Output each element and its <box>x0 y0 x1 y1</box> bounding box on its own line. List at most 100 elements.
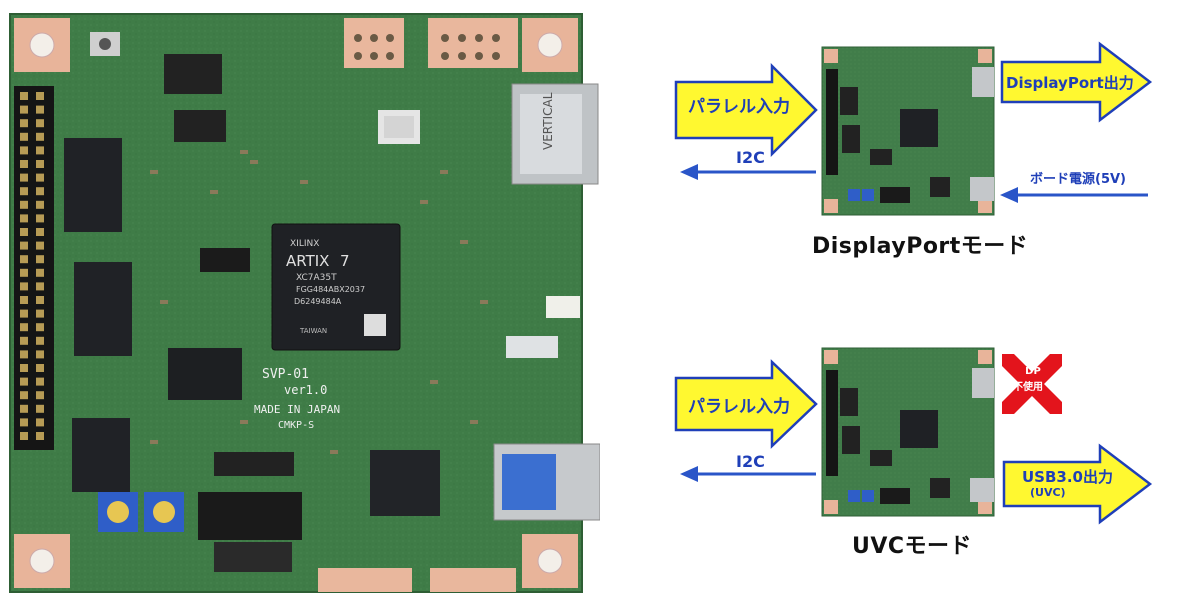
header-pin <box>36 255 44 264</box>
header-pin <box>36 187 44 196</box>
uvc-input-label: パラレル入力 <box>688 397 790 417</box>
header-pin <box>20 241 28 250</box>
header-pin <box>20 296 28 304</box>
smd-component <box>330 450 338 454</box>
ic-buffer <box>168 348 242 400</box>
dp-input-label: パラレル入力 <box>688 97 790 117</box>
header-pin <box>20 432 28 440</box>
header-pin <box>36 228 44 236</box>
uvc-output-label: USB3.0出力 <box>1022 468 1113 486</box>
header-pin <box>36 309 44 318</box>
mode-diagrams <box>674 41 1153 525</box>
dp-unused-cross <box>1002 354 1062 414</box>
header-pin <box>20 364 28 372</box>
dp-i2c-arrowhead <box>680 164 698 180</box>
header-pin <box>20 228 28 236</box>
board-photo: XILINX ARTIX 7 XC7A35T FGG484ABX2037 D62… <box>9 13 600 593</box>
power-label: ボード電源(5V) <box>1030 172 1126 187</box>
smd-component <box>430 380 438 384</box>
header-pin <box>20 119 28 128</box>
smd-component <box>160 300 168 304</box>
uvc-output-sublabel: (UVC) <box>1030 486 1066 499</box>
dp-i2c-label: I2C <box>736 148 765 167</box>
header-pin <box>20 268 28 277</box>
uvc-output-arrow <box>1002 443 1153 525</box>
header-pin <box>20 214 28 223</box>
uvc-mode-caption: UVCモード <box>852 534 973 559</box>
header-pin <box>20 336 28 345</box>
dp-mode-caption: DisplayPortモード <box>812 234 1029 259</box>
header-pin <box>36 282 44 291</box>
header-pin <box>20 309 28 318</box>
header-pin <box>36 377 44 386</box>
header-pin <box>36 146 44 155</box>
smd-component <box>210 190 218 194</box>
smd-component <box>150 170 158 174</box>
header-pin <box>20 404 28 413</box>
header-pin <box>20 160 28 168</box>
header-pin <box>20 187 28 196</box>
header-pin <box>36 404 44 413</box>
header-pin <box>36 418 44 427</box>
header-pin <box>36 160 44 168</box>
header-pin <box>20 105 28 114</box>
smd-component <box>150 440 158 444</box>
header-pin <box>36 268 44 277</box>
pin-header-bottom <box>198 492 302 540</box>
smd-component <box>420 200 428 204</box>
connector-brand-text: VERTICAL <box>541 92 555 150</box>
dp-badge-label: DP <box>1025 366 1041 377</box>
header-pin <box>36 214 44 223</box>
header-pin <box>20 377 28 386</box>
dp-mode-board <box>821 46 995 216</box>
smd-component <box>240 420 248 424</box>
smd-component <box>460 240 468 244</box>
chip-package-text: FGG484ABX2037 <box>296 285 365 294</box>
chip-part-text: XC7A35T <box>296 273 337 283</box>
dp-power-arrowhead <box>1000 187 1018 203</box>
header-pin <box>20 92 28 100</box>
header-pin <box>20 418 28 427</box>
ic-usb-controller <box>370 450 440 516</box>
uvc-i2c-label: I2C <box>736 452 765 471</box>
ic-memory-2 <box>74 262 132 356</box>
header-pin <box>36 241 44 250</box>
header-pin <box>20 173 28 182</box>
smd-component <box>250 160 258 164</box>
smd-component <box>300 180 308 184</box>
dp-unused-label: 不使用 <box>1013 382 1043 393</box>
dp-output-arrow <box>1000 41 1153 123</box>
chip-lot-text: D6249484A <box>294 297 342 306</box>
header-pin <box>20 146 28 155</box>
header-pin <box>20 323 28 332</box>
chip-series-text: 7 <box>340 252 350 270</box>
header-pin <box>20 132 28 141</box>
header-pin <box>36 364 44 372</box>
header-pin <box>36 105 44 114</box>
smd-component <box>480 300 488 304</box>
header-pin <box>36 132 44 141</box>
header-pin <box>36 200 44 209</box>
header-pin <box>36 92 44 100</box>
header-pin <box>20 350 28 359</box>
uvc-input-arrow <box>674 359 818 449</box>
dp-input-arrow <box>674 62 818 158</box>
chip-origin-text: TAIWAN <box>299 327 327 335</box>
header-pin <box>20 200 28 209</box>
uvc-mode-board <box>821 347 995 517</box>
ic-memory-3 <box>72 418 130 492</box>
smd-component <box>470 420 478 424</box>
header-pin <box>36 119 44 128</box>
header-pin <box>36 350 44 359</box>
smd-component <box>240 150 248 154</box>
smd-component <box>440 170 448 174</box>
header-pin <box>36 173 44 182</box>
header-pin <box>36 432 44 440</box>
header-pin <box>20 282 28 291</box>
chip-name-text: ARTIX <box>286 252 329 270</box>
ic-memory-1 <box>64 138 122 232</box>
dp-output-label: DisplayPort出力 <box>1006 74 1134 92</box>
uvc-i2c-arrowhead <box>680 466 698 482</box>
silk-made-text: MADE IN JAPAN <box>254 403 340 416</box>
chip-brand-text: XILINX <box>290 239 319 249</box>
